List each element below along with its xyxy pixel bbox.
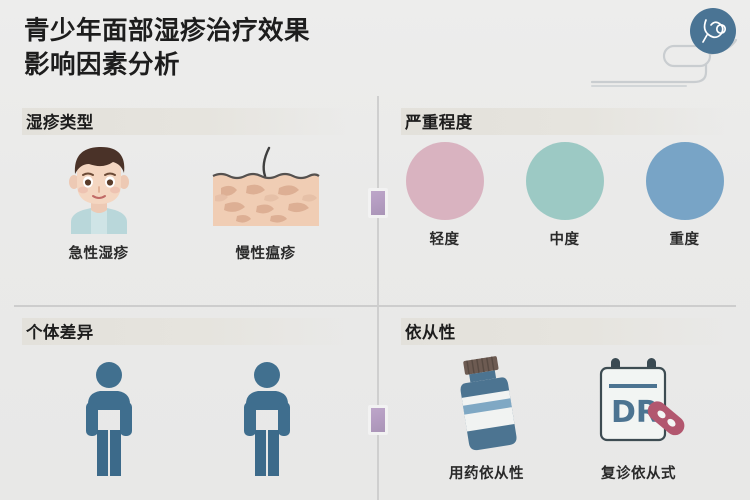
divider-node-badge-top <box>368 188 388 218</box>
severity-items: 轻度 中度 重度 <box>379 142 750 249</box>
section-title-text: 依从性 <box>405 323 456 342</box>
section-title-eczema-type: 湿疹类型 <box>22 106 352 136</box>
section-title-compliance: 依从性 <box>401 316 731 346</box>
item-severity-mild[interactable]: 轻度 <box>405 142 484 249</box>
compliance-items: 用药依从性 DR <box>379 352 750 483</box>
section-individual-differences: 个体差异 <box>0 308 375 500</box>
section-title-severity: 严重程度 <box>401 106 731 136</box>
item-label: 用药依从性 <box>449 466 524 482</box>
section-title-text: 个体差异 <box>26 323 94 342</box>
item-label: 复诊依从式 <box>601 466 676 482</box>
section-severity: 严重程度 轻度 中度 重度 <box>379 98 750 300</box>
medicine-bottle-icon <box>441 352 533 456</box>
section-title-band <box>22 318 352 345</box>
circle-mild-icon <box>405 142 484 220</box>
horizontal-divider <box>14 305 736 307</box>
item-chronic-eczema[interactable]: 慢性瘟疹 <box>203 142 329 263</box>
item-acute-eczema[interactable]: 急性湿疹 <box>47 142 151 263</box>
eczema-type-items: 急性湿疹 <box>0 142 375 263</box>
item-person-figure-2[interactable] <box>236 360 298 484</box>
item-label: 重度 <box>669 232 700 248</box>
section-title-text: 严重程度 <box>405 113 473 132</box>
item-followup-compliance[interactable]: DR 复诊依从式 <box>589 352 689 483</box>
item-label: 轻度 <box>429 232 460 248</box>
divider-node-badge-bottom <box>368 405 388 435</box>
dr-calendar-icon: DR <box>589 352 689 456</box>
circle-moderate-icon <box>525 142 604 220</box>
item-medication-compliance[interactable]: 用药依从性 <box>441 352 533 483</box>
individual-differences-items <box>0 360 375 484</box>
circle-severe-icon <box>645 142 724 220</box>
person-figure-icon <box>78 360 140 476</box>
person-figure-icon <box>236 360 298 476</box>
section-title-band <box>401 108 731 135</box>
item-person-figure-1[interactable] <box>78 360 140 484</box>
stethoscope-icon <box>690 8 736 54</box>
section-title-individual-differences: 个体差异 <box>22 316 352 346</box>
boy-face-icon <box>47 142 151 234</box>
vertical-divider <box>377 96 379 500</box>
section-title-text: 湿疹类型 <box>26 113 94 132</box>
poster-header: 青少年面部湿疹治疗效果 影响因素分析 <box>0 0 750 96</box>
item-severity-severe[interactable]: 重度 <box>645 142 724 249</box>
item-severity-moderate[interactable]: 中度 <box>525 142 604 249</box>
skin-cross-section-icon <box>203 142 329 234</box>
section-title-band <box>22 108 352 135</box>
section-eczema-type: 湿疹类型 <box>0 98 375 300</box>
title-line-1: 青少年面部湿疹治疗效果 <box>24 16 311 46</box>
item-label: 慢性瘟疹 <box>235 246 296 262</box>
page-title: 青少年面部湿疹治疗效果 影响因素分析 <box>24 14 464 82</box>
title-line-2: 影响因素分析 <box>24 50 181 80</box>
section-title-band <box>401 318 731 345</box>
item-label: 中度 <box>549 232 580 248</box>
item-label: 急性湿疹 <box>68 246 129 262</box>
section-compliance: 依从性 <box>379 308 750 500</box>
